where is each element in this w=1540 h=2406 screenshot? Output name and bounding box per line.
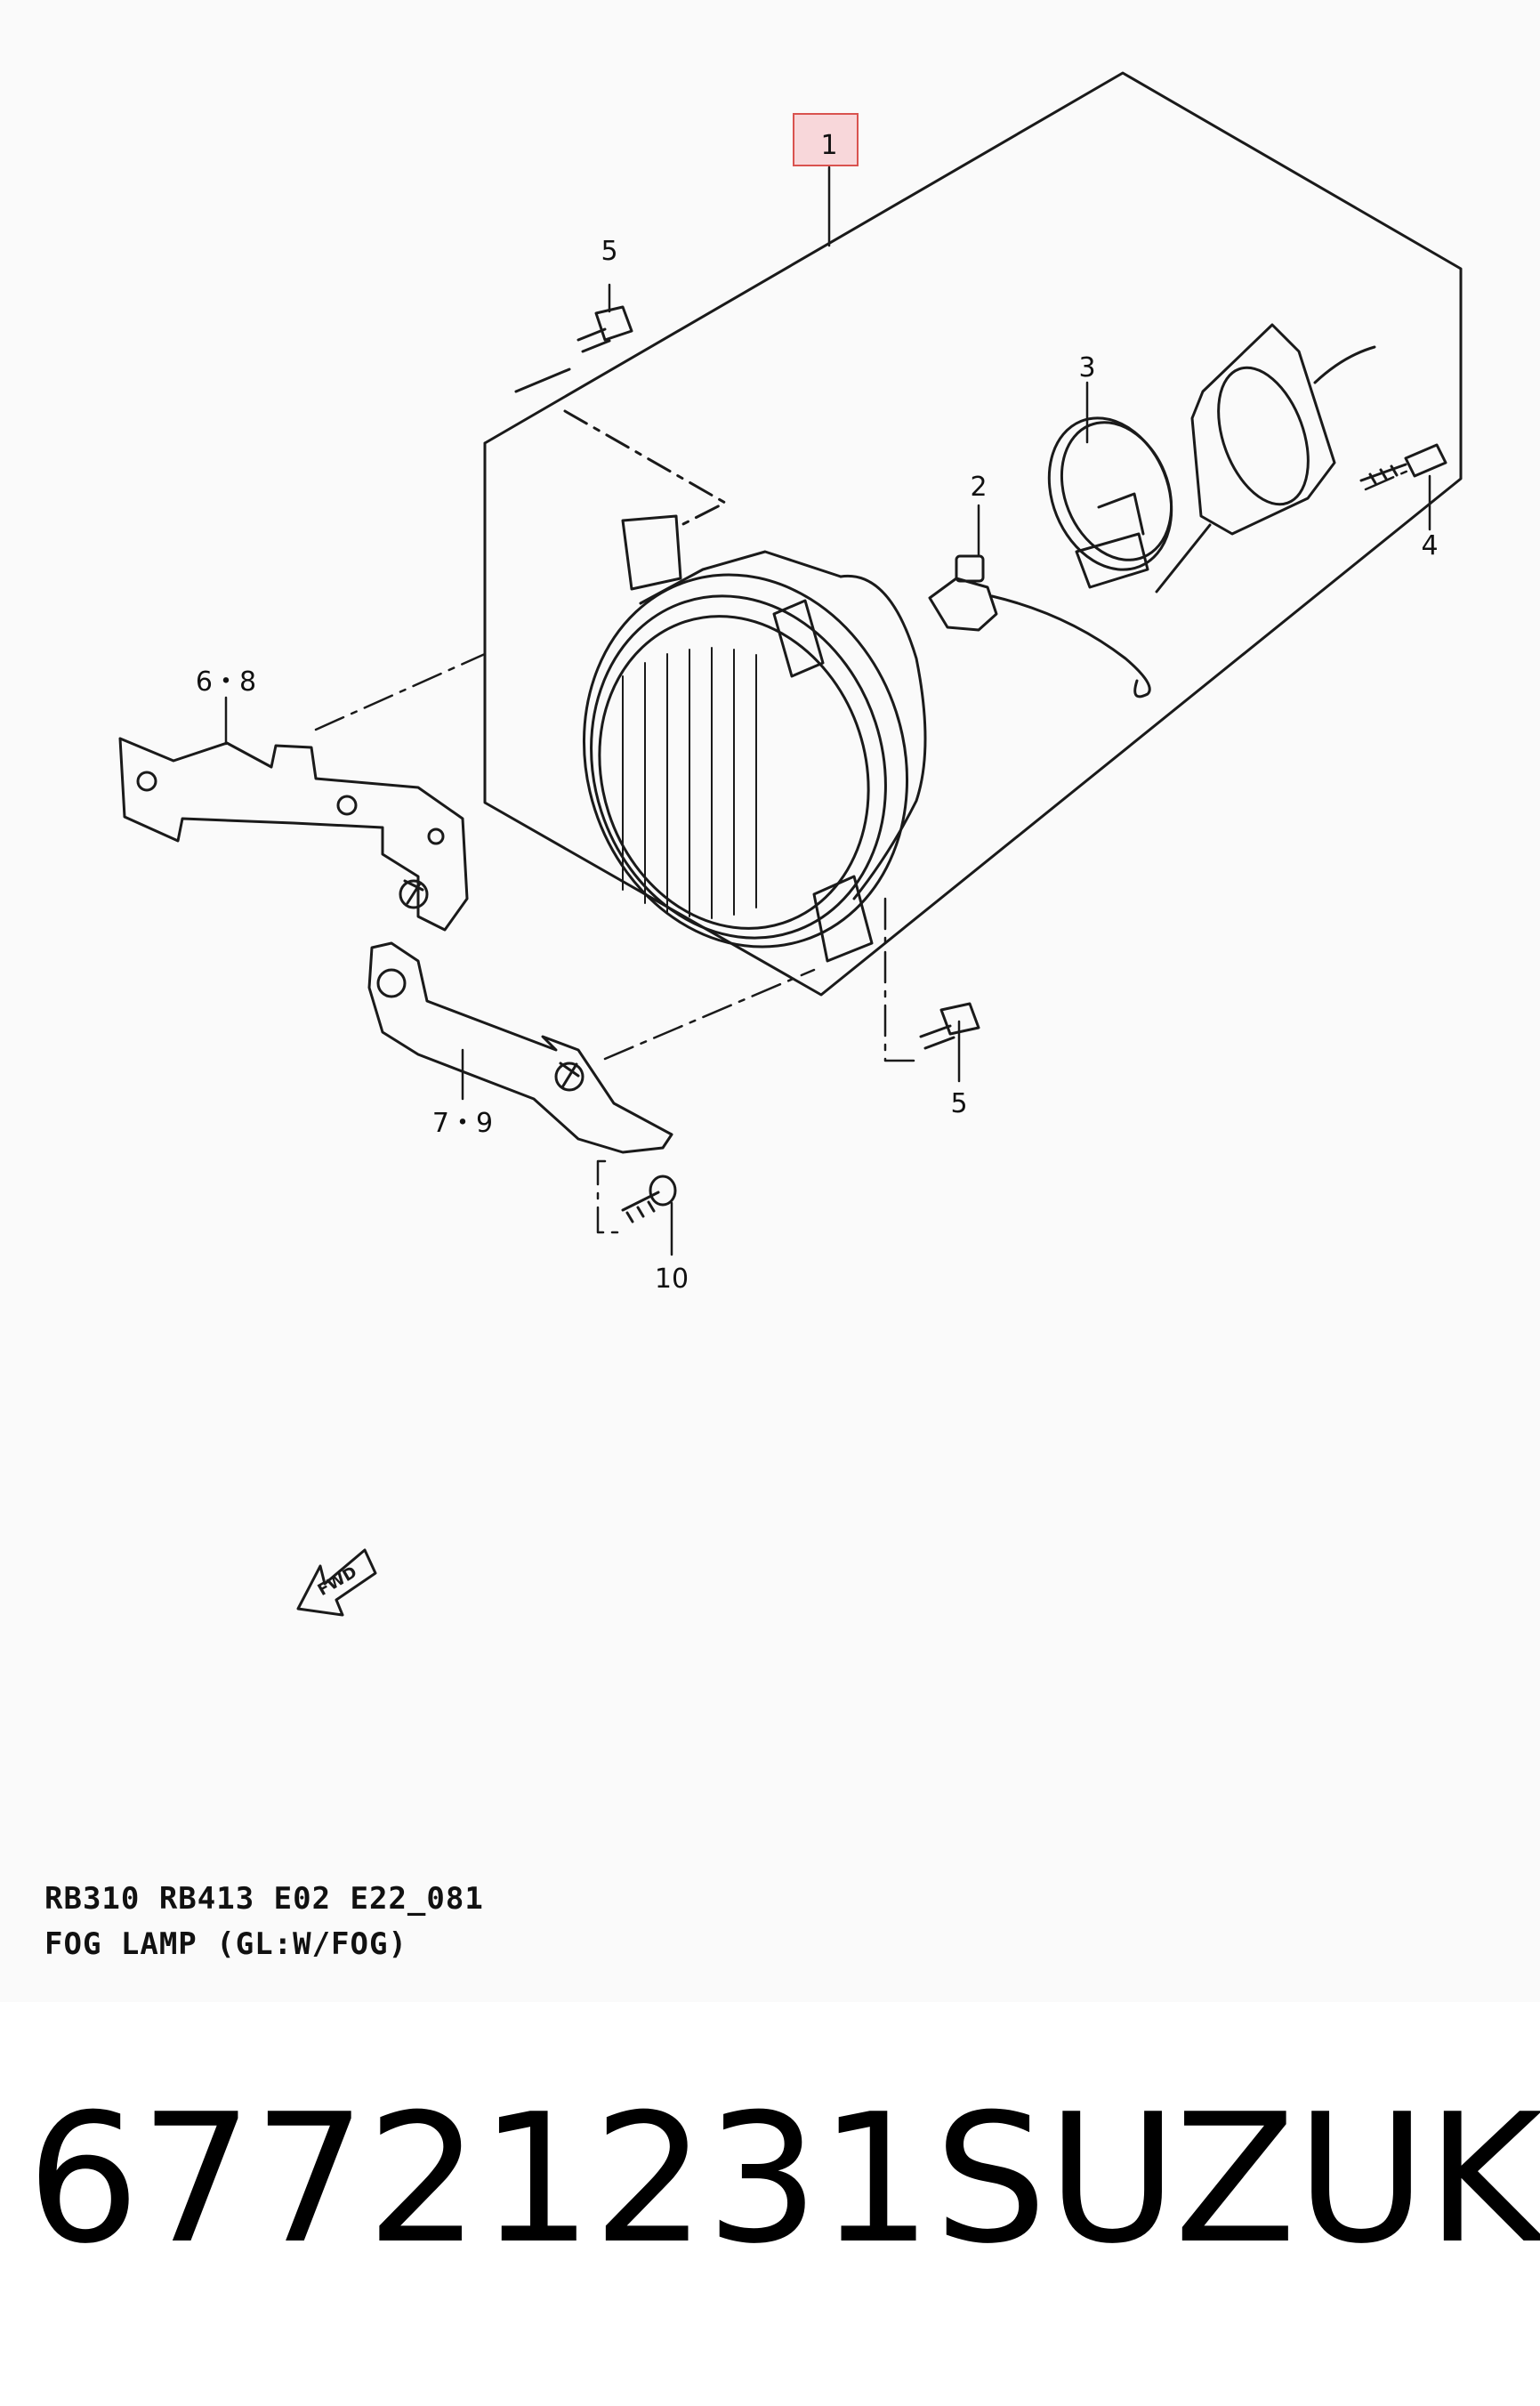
callout-6-8: 6・8 <box>196 666 256 698</box>
callout-7-9: 7・9 <box>432 1108 493 1139</box>
callout-2: 2 <box>970 472 987 503</box>
socket-part <box>1047 416 1173 589</box>
bracket-7-9 <box>367 941 673 1154</box>
diagram-panel: 1 5 3 2 4 6・8 5 7・9 10 FWD RB310 RB413 E… <box>44 71 1463 1962</box>
callout-3: 3 <box>1078 352 1095 384</box>
bolt-5-bottom <box>919 1002 980 1050</box>
fog-lamp-housing <box>582 514 927 963</box>
callout-5-bottom: 5 <box>950 1088 967 1119</box>
diagram-code: RB310 RB413 E02 E22_081 <box>44 1881 484 1917</box>
alignment-lines <box>314 468 1412 1234</box>
callout-10: 10 <box>655 1264 689 1295</box>
footer: 67721231 SUZUKI <box>0 2047 1540 2313</box>
callout-1: 1 <box>820 130 837 161</box>
screw-10 <box>621 1175 677 1223</box>
lens-ribs <box>622 647 757 919</box>
diagram-title: FOG LAMP (GL:W/FOG) <box>44 1926 407 1962</box>
bracket-6-8 <box>118 737 469 932</box>
harness-grommet <box>1155 323 1376 593</box>
screw-4 <box>1359 443 1447 485</box>
bulb-part <box>928 554 1151 698</box>
brand-name: SUZUKI <box>934 2076 1540 2283</box>
leader-lines <box>224 166 1431 1256</box>
callout-4: 4 <box>1421 530 1438 561</box>
bolt-5-top <box>576 305 633 353</box>
exploded-view-diagram: 1 5 3 2 4 6・8 5 7・9 10 FWD <box>118 71 1463 1617</box>
part-number: 67721231 <box>27 2076 932 2283</box>
fwd-arrow-icon <box>296 1548 377 1617</box>
assembly-outline <box>483 71 1463 997</box>
callout-5-top: 5 <box>601 236 617 267</box>
highlight-box <box>793 113 859 166</box>
